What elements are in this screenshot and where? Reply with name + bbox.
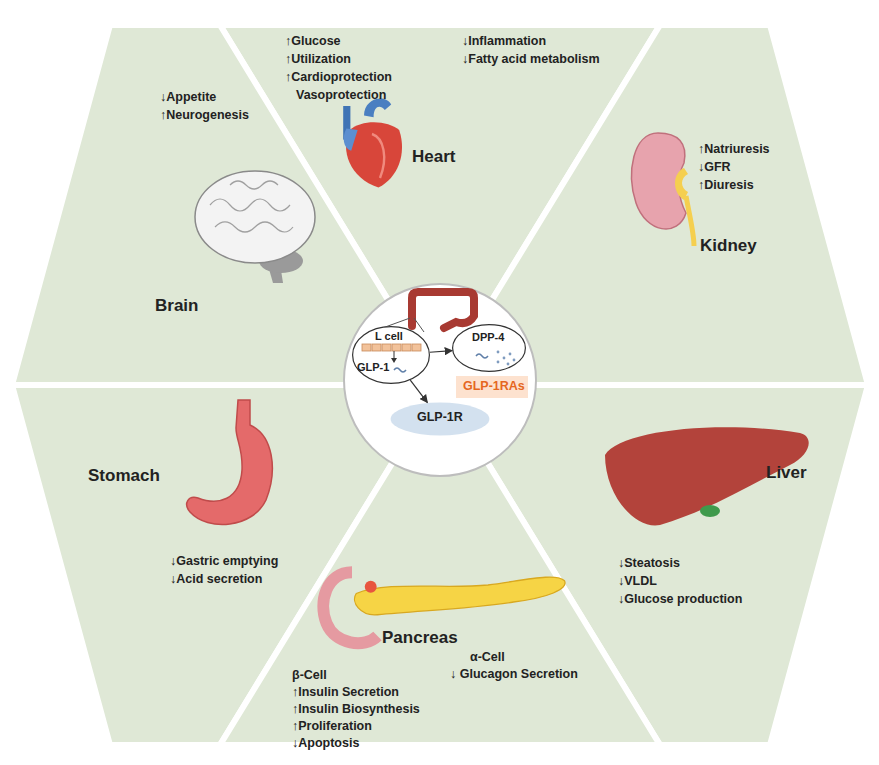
panel-shape <box>440 25 868 385</box>
node-label: GLP-1 <box>357 361 389 374</box>
l-cell-block <box>402 344 411 351</box>
peptide-fragment <box>513 359 516 362</box>
node-label: GLP-1RAs <box>463 379 525 394</box>
heart-vessel <box>372 134 384 178</box>
effect-text: ↑Insulin Biosynthesis <box>292 702 420 717</box>
secretion-arrow-head <box>391 358 397 363</box>
effect-text: ↑Glucose <box>285 34 341 49</box>
panel-shape <box>220 385 660 745</box>
node-label: DPP-4 <box>472 331 504 344</box>
effect-text: Vasoprotection <box>296 88 386 103</box>
organ-name: Pancreas <box>382 628 458 648</box>
drug-label-box: GLP-1RAs <box>456 376 528 398</box>
panel-shape <box>12 25 440 385</box>
ellipse-shape <box>353 327 430 384</box>
l-cell-block <box>392 344 401 351</box>
cerebrum <box>195 171 315 263</box>
organ-name: Heart <box>412 147 455 167</box>
cell-ellipse: L cellGLP-1 <box>352 326 430 384</box>
peptide-squiggle <box>394 368 406 372</box>
enzyme-ellipse: DPP-4 <box>452 324 526 372</box>
organ-name: Liver <box>766 463 807 483</box>
effect-text: ↓Inflammation <box>462 34 546 49</box>
peptide-fragment <box>509 353 512 356</box>
effect-text: ↓GFR <box>698 160 731 175</box>
effect-text: ↓VLDL <box>618 574 657 589</box>
effect-text: ↓Appetite <box>160 90 216 105</box>
effect-text: α-Cell <box>470 650 505 665</box>
effect-text: ↑Utilization <box>285 52 351 67</box>
peptide-fragment <box>497 351 500 354</box>
effect-text: ↓Gastric emptying <box>170 554 278 569</box>
effect-text: ↓Steatosis <box>618 556 680 571</box>
organ-name: Stomach <box>88 466 160 486</box>
effect-text: ↓Apoptosis <box>292 736 359 751</box>
effect-text: ↑Natriuresis <box>698 142 770 157</box>
gyri <box>210 181 293 232</box>
effect-text: ↓Glucose production <box>618 592 742 607</box>
l-cell-block <box>372 344 381 351</box>
flow-arrow <box>410 380 427 402</box>
organ-name: Kidney <box>700 236 757 256</box>
receptor-ellipse: GLP-1R <box>390 402 490 436</box>
effect-text: ↑Insulin Secretion <box>292 685 399 700</box>
l-cell-block <box>362 344 371 351</box>
effect-text: ↑Cardioprotection <box>285 70 392 85</box>
l-cell-block <box>412 344 421 351</box>
peptide-fragment <box>507 363 510 366</box>
ellipse-shape <box>391 403 490 436</box>
secretion-arrow <box>394 351 395 359</box>
effect-text: ↑Diuresis <box>698 178 754 193</box>
peptide-squiggle <box>476 354 488 358</box>
gallbladder <box>700 505 720 517</box>
colon-illustration <box>412 292 474 328</box>
peptide-fragment <box>503 357 506 360</box>
effect-text: ↑Proliferation <box>292 719 372 734</box>
center-circle <box>344 284 536 476</box>
node-label: L cell <box>375 330 403 343</box>
effect-text: ↑Neurogenesis <box>160 108 249 123</box>
organ-name: Brain <box>155 296 198 316</box>
flow-arrow <box>430 351 452 353</box>
ellipse-shape <box>453 325 526 372</box>
leader-line <box>414 318 424 332</box>
effect-text: ↓ Glucagon Secretion <box>450 667 578 682</box>
islet <box>365 581 377 593</box>
l-cell-block <box>382 344 391 351</box>
node-label: GLP-1R <box>417 410 463 425</box>
effect-text: ↓Fatty acid metabolism <box>462 52 600 67</box>
effect-text: β-Cell <box>292 668 327 683</box>
peptide-fragment <box>497 361 500 364</box>
rect-shape <box>456 376 528 398</box>
effect-text: ↓Acid secretion <box>170 572 262 587</box>
